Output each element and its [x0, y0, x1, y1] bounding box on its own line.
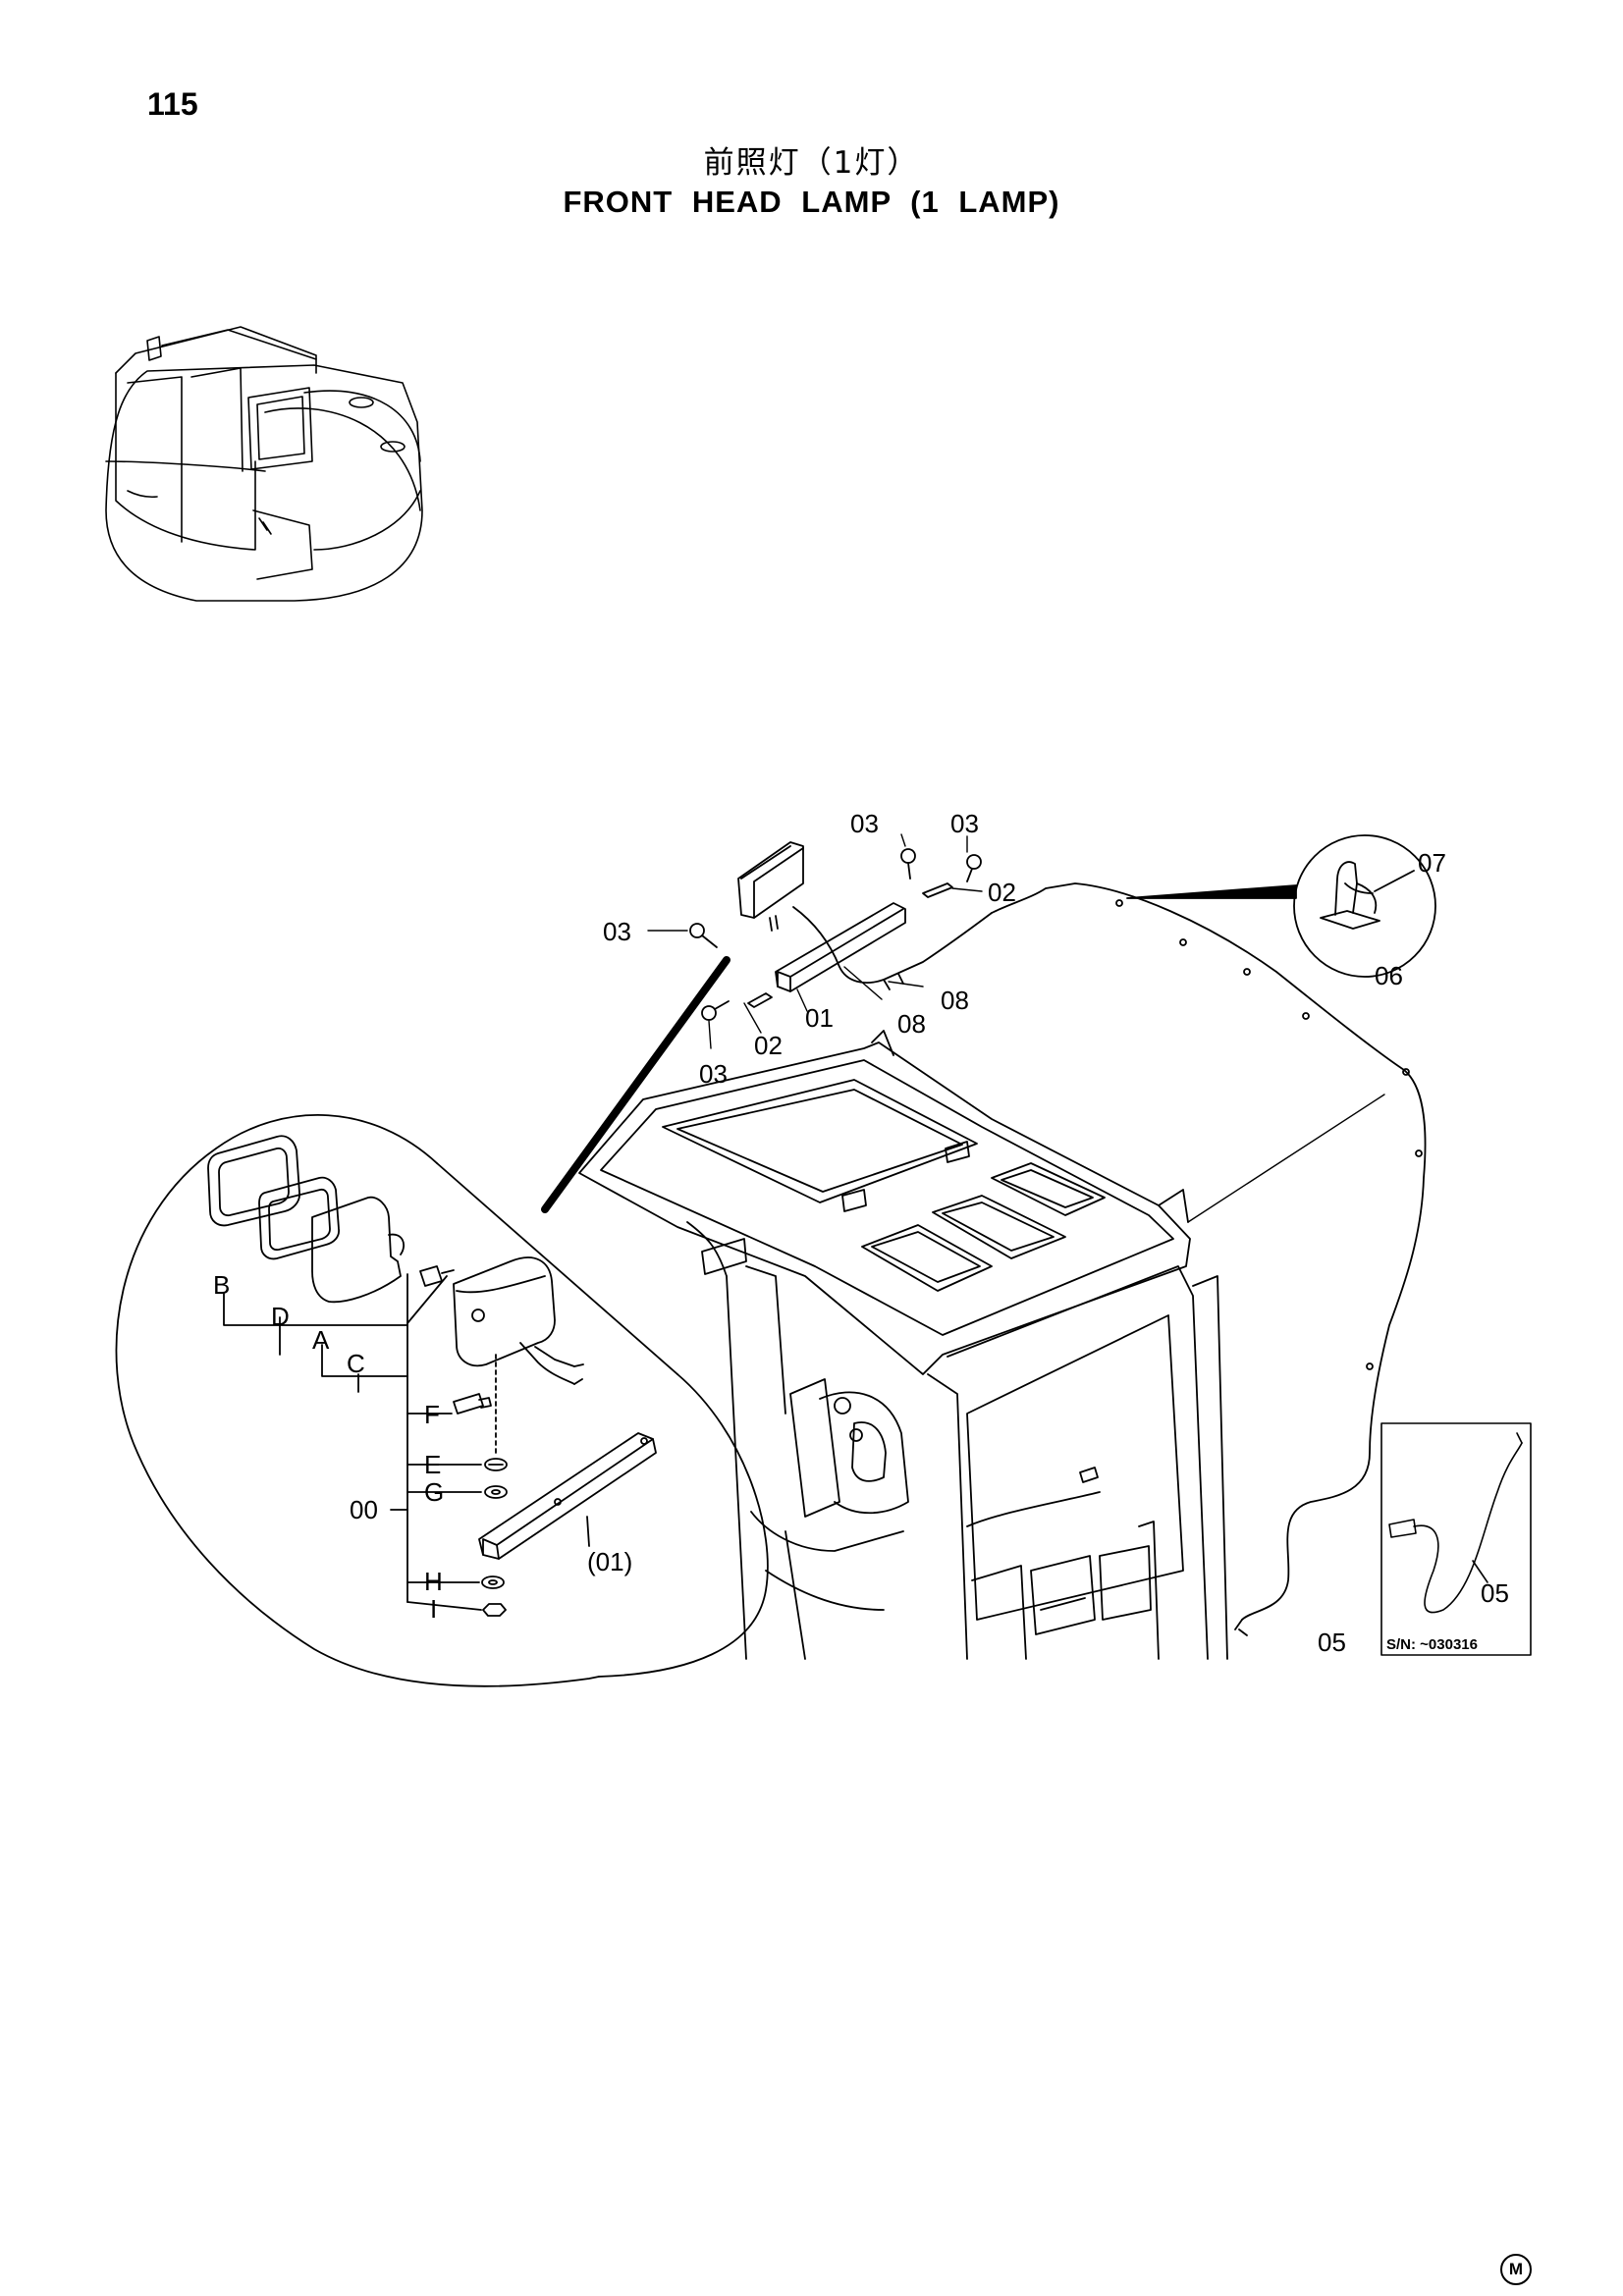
callout-B: B — [213, 1270, 230, 1300]
callout-F: F — [424, 1400, 440, 1429]
clip-detail — [1126, 834, 1436, 978]
page-title-cn: 前照灯（1灯） — [703, 145, 920, 181]
cab-body — [578, 1030, 1228, 1660]
callout-01-paren: (01) — [587, 1547, 632, 1576]
callout-03-a: 03 — [850, 809, 879, 838]
callout-05-main: 05 — [1318, 1628, 1346, 1657]
callout-A: A — [312, 1325, 330, 1355]
callout-D: D — [271, 1302, 290, 1331]
exploded-view — [115, 956, 769, 1687]
callout-E: E — [424, 1450, 441, 1479]
callout-01: 01 — [805, 1003, 834, 1033]
callout-05-inset: 05 — [1481, 1578, 1509, 1608]
callout-02-b: 02 — [754, 1031, 783, 1060]
leader-lines — [647, 833, 1385, 1223]
serial-inset — [1380, 1422, 1532, 1656]
callout-C: C — [347, 1349, 365, 1378]
callout-02-a: 02 — [988, 878, 1016, 907]
head-lamp-assembly — [689, 841, 1427, 1636]
callout-I: I — [430, 1594, 437, 1624]
callout-00: 00 — [350, 1495, 378, 1524]
page-title-en: FRONT HEAD LAMP (1 LAMP) — [563, 185, 1060, 219]
callout-H: H — [424, 1567, 443, 1596]
corner-mark: M — [1500, 2254, 1532, 2285]
callout-03-c: 03 — [603, 917, 631, 946]
serial-number-label: S/N: ~030316 — [1386, 1636, 1478, 1653]
callout-G: G — [424, 1477, 444, 1507]
callout-06: 06 — [1375, 961, 1403, 990]
callout-08-b: 08 — [897, 1009, 926, 1039]
callout-07: 07 — [1418, 848, 1446, 878]
callout-03-d: 03 — [699, 1059, 728, 1089]
callout-03-b: 03 — [950, 809, 979, 838]
locator-view — [105, 326, 423, 602]
callout-08-a: 08 — [941, 986, 969, 1015]
callout-labels: 03 03 02 03 02 01 08 08 03 07 06 05 05 S… — [213, 809, 1509, 1657]
page-number: 115 — [147, 86, 198, 122]
